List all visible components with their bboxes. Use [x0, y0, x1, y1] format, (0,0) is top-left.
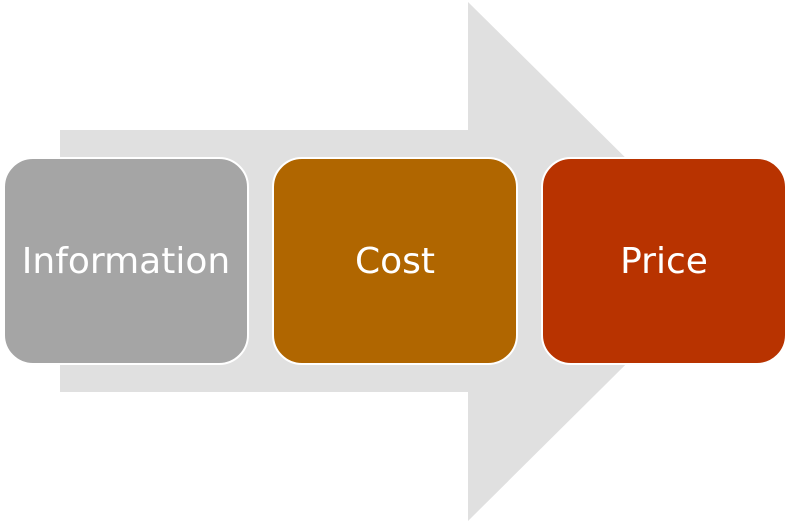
step-cost: Cost [272, 157, 518, 365]
step-label: Information [21, 240, 231, 282]
step-label: Price [620, 240, 708, 282]
step-label: Cost [354, 240, 436, 282]
step-price: Price [541, 157, 787, 365]
step-information: Information [3, 157, 249, 365]
